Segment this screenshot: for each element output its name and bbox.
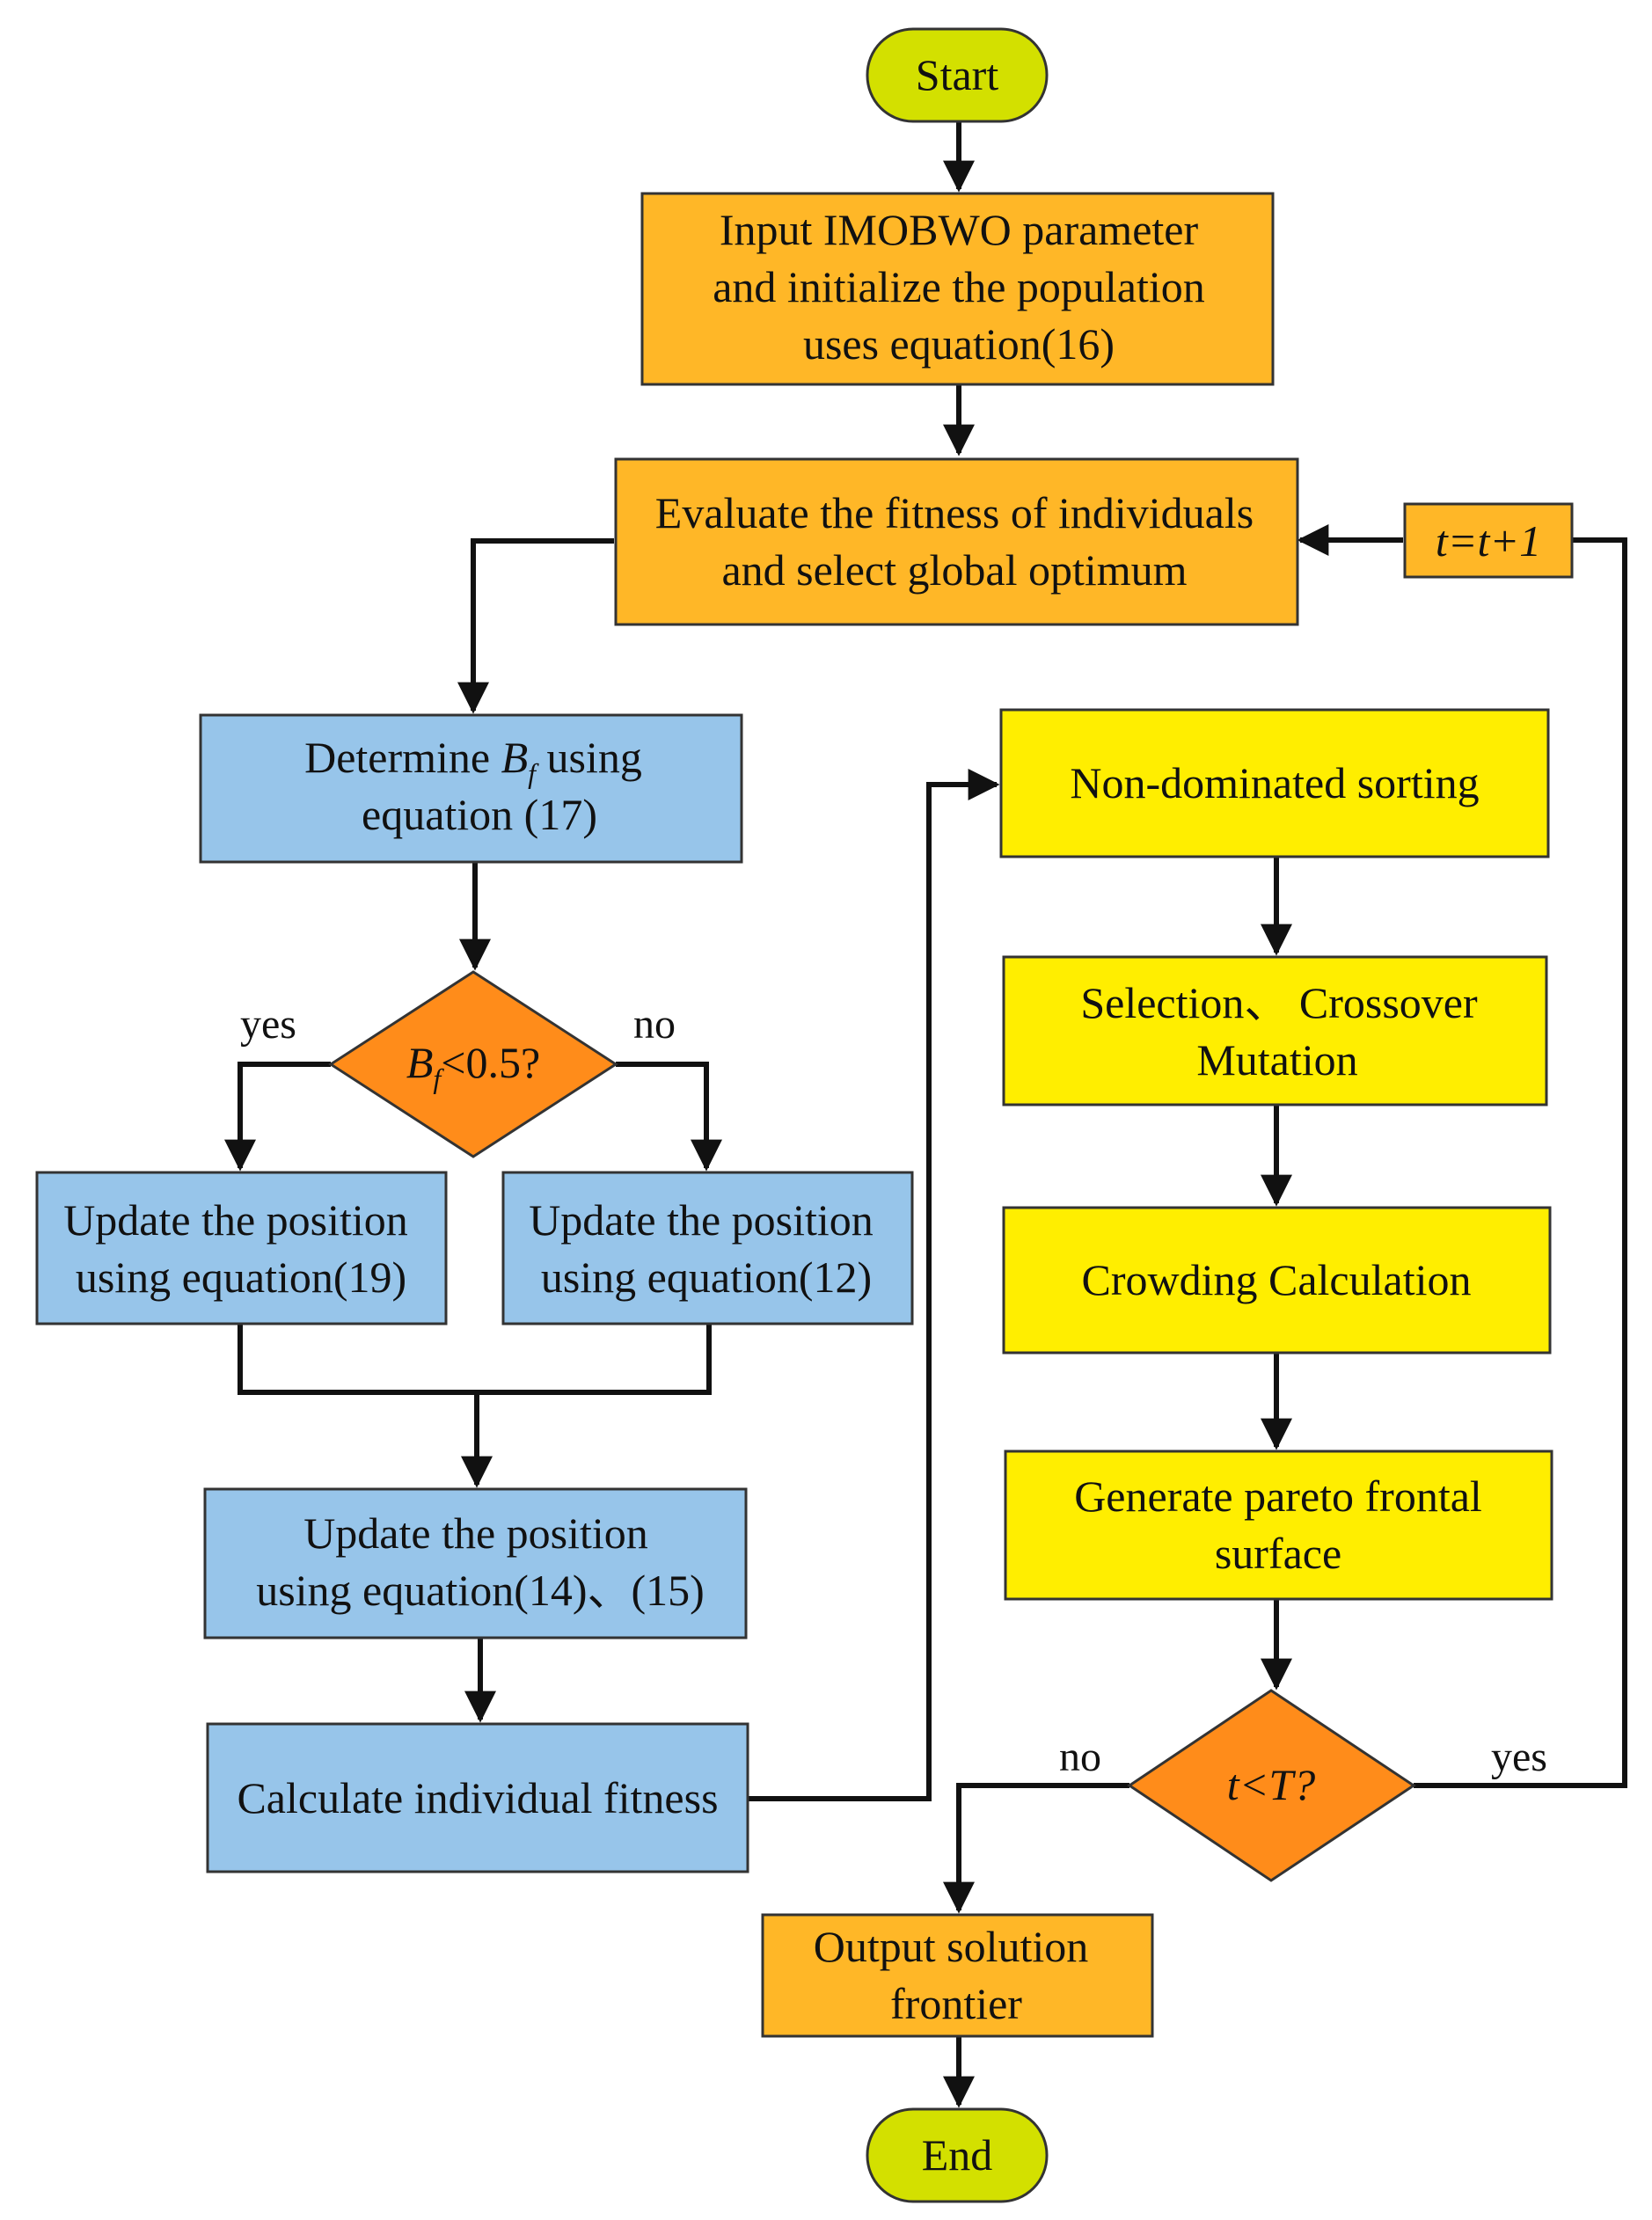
end-terminal: End bbox=[866, 2107, 1049, 2203]
edge-merge-updates bbox=[238, 1324, 712, 1395]
update12-line-2: using equation(12) bbox=[541, 1252, 872, 1302]
evaluate-line-1: Evaluate the fitness of individuals bbox=[655, 488, 1254, 537]
nondominated-label: Non-dominated sorting bbox=[1070, 758, 1479, 807]
decision-bf-rest: <0.5? bbox=[441, 1038, 540, 1087]
decision-t-label: t<T? bbox=[1227, 1760, 1315, 1809]
update19-line-1: Update the position bbox=[63, 1195, 408, 1245]
pareto-frontal-box: Generate pareto frontal surface bbox=[1004, 1450, 1553, 1601]
start-terminal: Start bbox=[866, 27, 1049, 123]
edge-label-t-yes: yes bbox=[1491, 1734, 1547, 1780]
edge-label-bf-no: no bbox=[633, 1001, 676, 1048]
decision-bf-diamond: Bf<0.5? bbox=[328, 970, 618, 1158]
determine-suffix: using bbox=[536, 733, 642, 782]
calculate-fitness-box: Calculate individual fitness bbox=[206, 1722, 749, 1873]
non-dominated-sorting-box: Non-dominated sorting bbox=[999, 708, 1550, 858]
start-label: Start bbox=[916, 50, 999, 99]
update19-line-2: using equation(19) bbox=[76, 1252, 406, 1302]
input-line-1: Input IMOBWO parameter bbox=[720, 205, 1199, 254]
edge-decision-yes bbox=[224, 1062, 331, 1172]
selection-line-1: Selection、 Crossover bbox=[1080, 978, 1478, 1027]
input-line-3: uses equation(16) bbox=[803, 319, 1115, 369]
edge-calc-nondominated bbox=[747, 769, 1000, 1801]
update-position-19-box: Update the position using equation(19) bbox=[35, 1171, 448, 1325]
decision-bf-var: B bbox=[406, 1038, 434, 1087]
update1415-line-1: Update the position bbox=[303, 1508, 648, 1558]
determine-var: B bbox=[501, 733, 529, 782]
evaluate-line-2: and select global optimum bbox=[721, 545, 1187, 595]
edge-label-t-no: no bbox=[1059, 1734, 1101, 1780]
input-parameters-box: Input IMOBWO parameter and initialize th… bbox=[640, 192, 1275, 386]
edge-decision-no bbox=[616, 1062, 722, 1172]
output-line-2: frontier bbox=[890, 1979, 1022, 2028]
determine-line-2: equation (17) bbox=[362, 790, 597, 839]
calc-fitness-label: Calculate individual fitness bbox=[237, 1773, 718, 1822]
update-position-12-box: Update the position using equation(12) bbox=[501, 1171, 914, 1325]
output-solution-box: Output solution frontier bbox=[761, 1913, 1154, 2038]
increment-label: t=t+1 bbox=[1436, 516, 1541, 566]
crowding-calculation-box: Crowding Calculation bbox=[1002, 1206, 1552, 1355]
update-position-14-15-box: Update the position using equation(14)、(… bbox=[203, 1487, 748, 1639]
edge-decision-no-output bbox=[943, 1783, 1129, 1914]
determine-line-1: Determine Bf using bbox=[304, 733, 642, 789]
pareto-line-1: Generate pareto frontal bbox=[1074, 1471, 1482, 1521]
pareto-line-2: surface bbox=[1215, 1529, 1341, 1578]
selection-crossover-box: Selection、 Crossover Mutation bbox=[1002, 955, 1548, 1106]
increment-t-box: t=t+1 bbox=[1403, 502, 1574, 579]
end-label: End bbox=[922, 2130, 993, 2180]
decision-t-diamond: t<T? bbox=[1127, 1689, 1416, 1882]
evaluate-fitness-box: Evaluate the fitness of individuals and … bbox=[614, 457, 1299, 626]
selection-line-2: Mutation bbox=[1196, 1035, 1357, 1084]
decision-bf-label: Bf<0.5? bbox=[406, 1038, 540, 1094]
crowding-label: Crowding Calculation bbox=[1082, 1255, 1472, 1304]
determine-bf-box: Determine Bf using equation (17) bbox=[199, 713, 743, 864]
edge-decision-yes-loop bbox=[1414, 537, 1627, 1788]
output-line-1: Output solution bbox=[814, 1922, 1089, 1971]
edge-label-bf-yes: yes bbox=[240, 1001, 296, 1048]
update12-line-1: Update the position bbox=[529, 1195, 874, 1245]
edge-evaluate-determine bbox=[457, 538, 614, 714]
update1415-line-2: using equation(14)、(15) bbox=[256, 1566, 705, 1615]
determine-prefix: Determine bbox=[304, 733, 501, 782]
input-line-2: and initialize the population bbox=[713, 262, 1205, 311]
